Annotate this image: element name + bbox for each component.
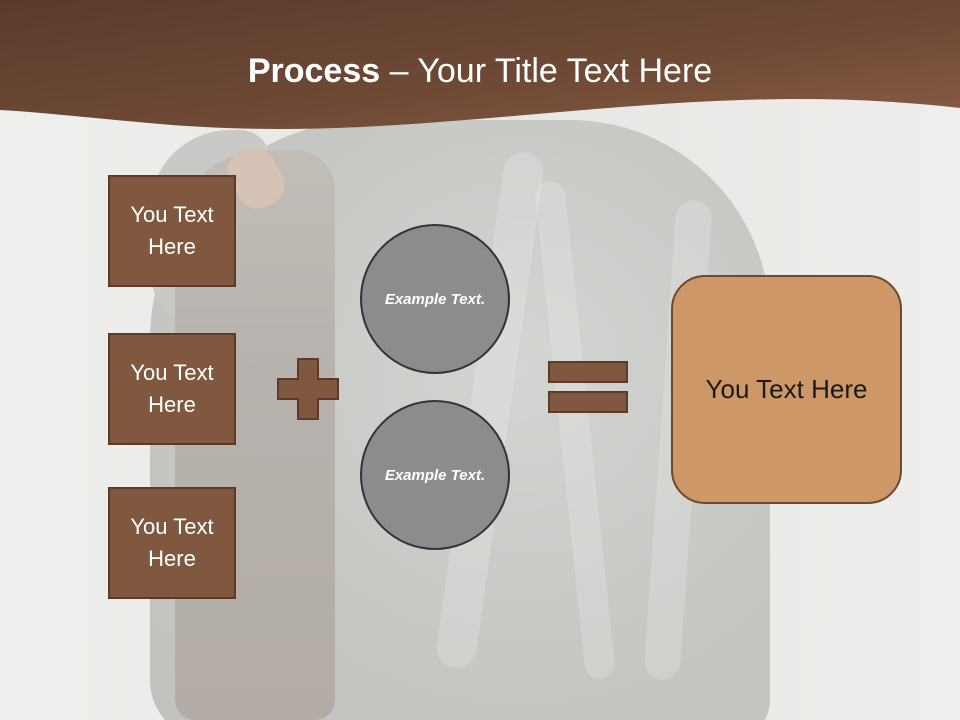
text-box-2: You Text Here [108, 333, 236, 445]
slide-title: Process – Your Title Text Here [0, 52, 960, 91]
text-box-1: You Text Here [108, 175, 236, 287]
equals-icon [548, 361, 628, 413]
title-rest: – Your Title Text Here [380, 52, 713, 90]
title-bold: Process [247, 52, 381, 90]
plus-icon [277, 358, 339, 420]
result-box: You Text Here [671, 275, 902, 504]
header-wave [0, 0, 960, 129]
example-circle-1: Example Text. [360, 224, 510, 374]
example-circle-2: Example Text. [360, 400, 510, 550]
text-box-3: You Text Here [108, 487, 236, 599]
